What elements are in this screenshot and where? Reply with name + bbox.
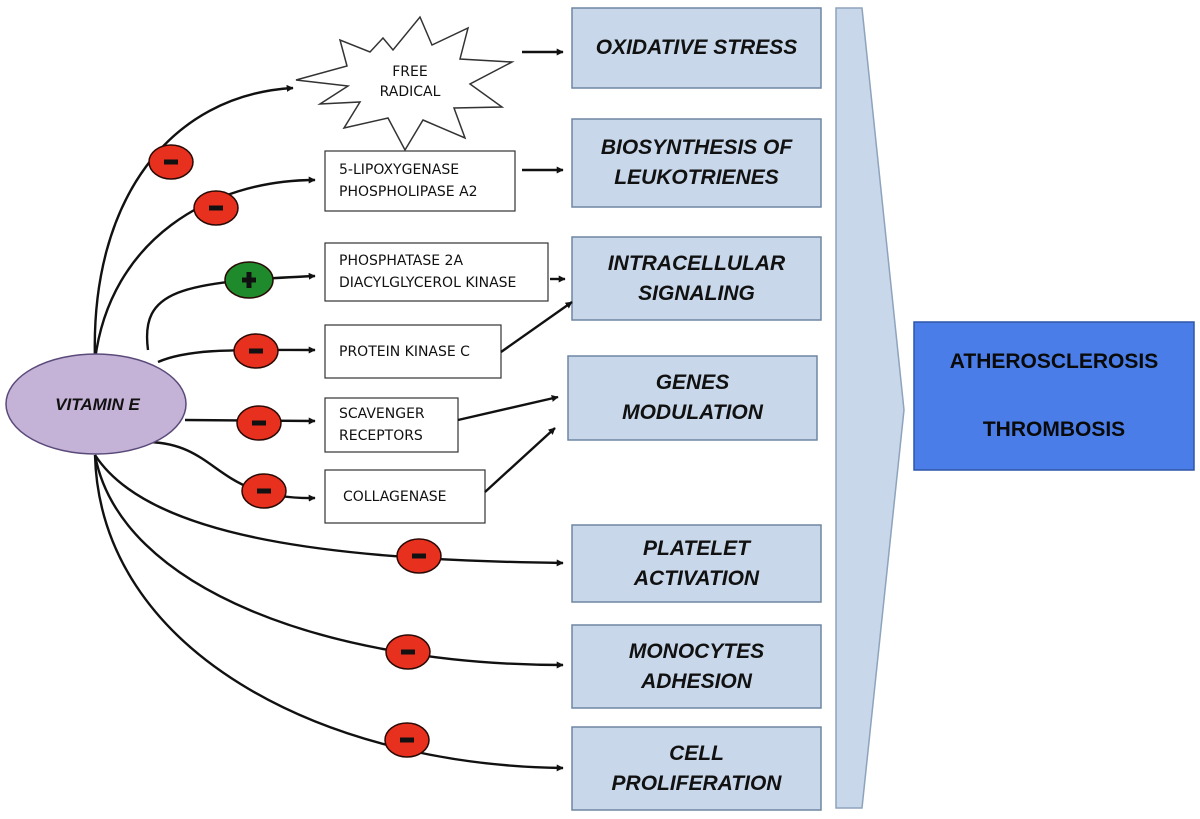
inhibit-badge-lipoxygenase <box>193 190 239 226</box>
connector-vitamin-to-proliferation <box>93 454 564 772</box>
free-radical-starburst <box>295 15 515 152</box>
inhibit-badge-collagenase <box>241 473 287 509</box>
inhibit-badge-free-radical <box>148 144 194 180</box>
connector-vitamin-to-monocytes <box>93 454 564 669</box>
mediator-label-lipoxygenase: 5-LIPOXYGENASE PHOSPHOLIPASE A2 <box>339 162 478 200</box>
outcome-line-thrombosis: THROMBOSIS <box>982 418 1126 441</box>
effect-box-platelet <box>571 524 822 603</box>
mediator-box-lipoxygenase <box>324 150 516 212</box>
inhibit-badge-proliferation <box>384 722 430 758</box>
mediator-label-pkc: PROTEIN KINASE C <box>339 343 470 360</box>
connector-vitamin-to-platelet <box>93 454 564 567</box>
outcome-line-atherosclerosis: ATHEROSCLEROSIS <box>949 350 1159 373</box>
effect-label-proliferation: CELL PROLIFERATION <box>611 741 782 795</box>
vitamin-e-label: VITAMIN E <box>55 395 140 414</box>
mediator-box-phosphatase <box>324 242 549 302</box>
effect-label-oxidative: OXIDATIVE STRESS <box>595 36 798 59</box>
effect-label-signaling: INTRACELLULAR SIGNALING <box>607 251 786 305</box>
effect-label-genes: GENES MODULATION <box>622 371 763 424</box>
mediator-label-phosphatase: PHOSPHATASE 2A DIACYLGLYCEROL KINASE <box>339 253 517 291</box>
inhibit-badge-pkc <box>233 333 279 369</box>
connector-collagenase-to-genes <box>484 427 556 493</box>
connector-vitamin-to-collagenase <box>149 440 316 502</box>
mediator-box-pkc <box>324 324 502 379</box>
effect-box-monocytes <box>571 624 822 709</box>
effect-box-proliferation <box>571 726 822 811</box>
free-radical-label: FREE RADICAL <box>379 64 441 100</box>
effect-box-leukotrienes <box>571 118 822 208</box>
connector-vitamin-to-lipoxygenase <box>93 176 316 361</box>
mediator-label-scavenger: SCAVENGER RECEPTORS <box>339 406 425 444</box>
connector-vitamin-to-pkc <box>157 346 316 364</box>
effect-box-oxidative <box>571 7 822 89</box>
effect-box-genes <box>567 355 818 441</box>
inhibit-badge-monocytes <box>385 634 431 670</box>
effect-label-leukotrienes: BIOSYNTHESIS OF LEUKOTRIENES <box>600 136 793 189</box>
vitamin-e-node <box>5 353 187 455</box>
connector-pkc-to-signaling <box>500 301 573 353</box>
inhibit-badge-scavenger <box>236 405 282 441</box>
mediator-label-collagenase: COLLAGENASE <box>343 488 447 505</box>
connector-vitamin-to-radical <box>93 84 294 361</box>
effect-label-monocytes: MONOCYTES ADHESION <box>628 639 765 693</box>
mediator-box-scavenger <box>324 397 459 453</box>
effect-box-signaling <box>571 236 822 321</box>
outcome-box <box>913 321 1195 471</box>
convergence-arrow <box>835 7 905 809</box>
mediator-box-collagenase <box>324 469 486 524</box>
outcome-label: ATHEROSCLEROSIS THROMBOSIS <box>914 322 1194 470</box>
stimulate-badge-phosphatase <box>224 261 274 299</box>
connector-scavenger-to-genes <box>457 395 559 422</box>
inhibit-badge-platelet <box>396 538 442 574</box>
effect-label-platelet: PLATELET ACTIVATION <box>633 536 760 590</box>
